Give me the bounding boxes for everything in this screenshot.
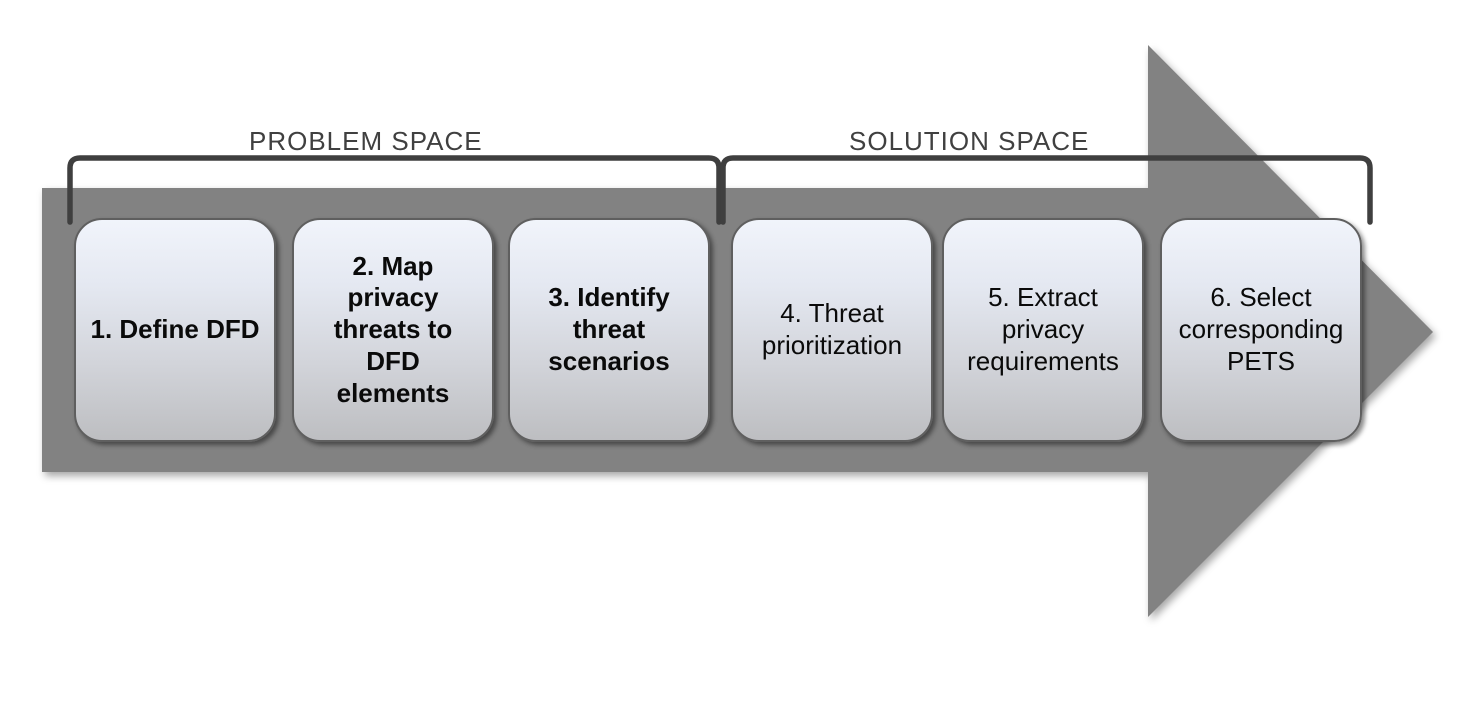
solution-space-label: SOLUTION SPACE	[849, 126, 1090, 156]
step-box-map-privacy-threats: 2. Map privacy threats to DFD elements	[292, 218, 494, 442]
solution-space-bracket	[720, 155, 1373, 225]
step-box-identify-threat-scenarios: 3. Identify threat scenarios	[508, 218, 710, 442]
step-label: 5. Extract privacy requirements	[967, 282, 1119, 376]
step-box-extract-privacy-requirements: 5. Extract privacy requirements	[942, 218, 1144, 442]
problem-space-bracket	[67, 155, 722, 225]
step-box-select-corresponding-pets: 6. Select corresponding PETS	[1160, 218, 1362, 442]
problem-space-label: PROBLEM SPACE	[249, 126, 483, 156]
step-box-define-dfd: 1. Define DFD	[74, 218, 276, 442]
step-box-threat-prioritization: 4. Threat prioritization	[731, 218, 933, 442]
step-label: 1. Define DFD	[90, 314, 260, 345]
step-label: 2. Map privacy threats to DFD elements	[333, 250, 453, 408]
step-label: 3. Identify threat scenarios	[548, 282, 670, 376]
step-label: 4. Threat prioritization	[761, 298, 903, 360]
step-label: 6. Select corresponding PETS	[1178, 282, 1344, 376]
